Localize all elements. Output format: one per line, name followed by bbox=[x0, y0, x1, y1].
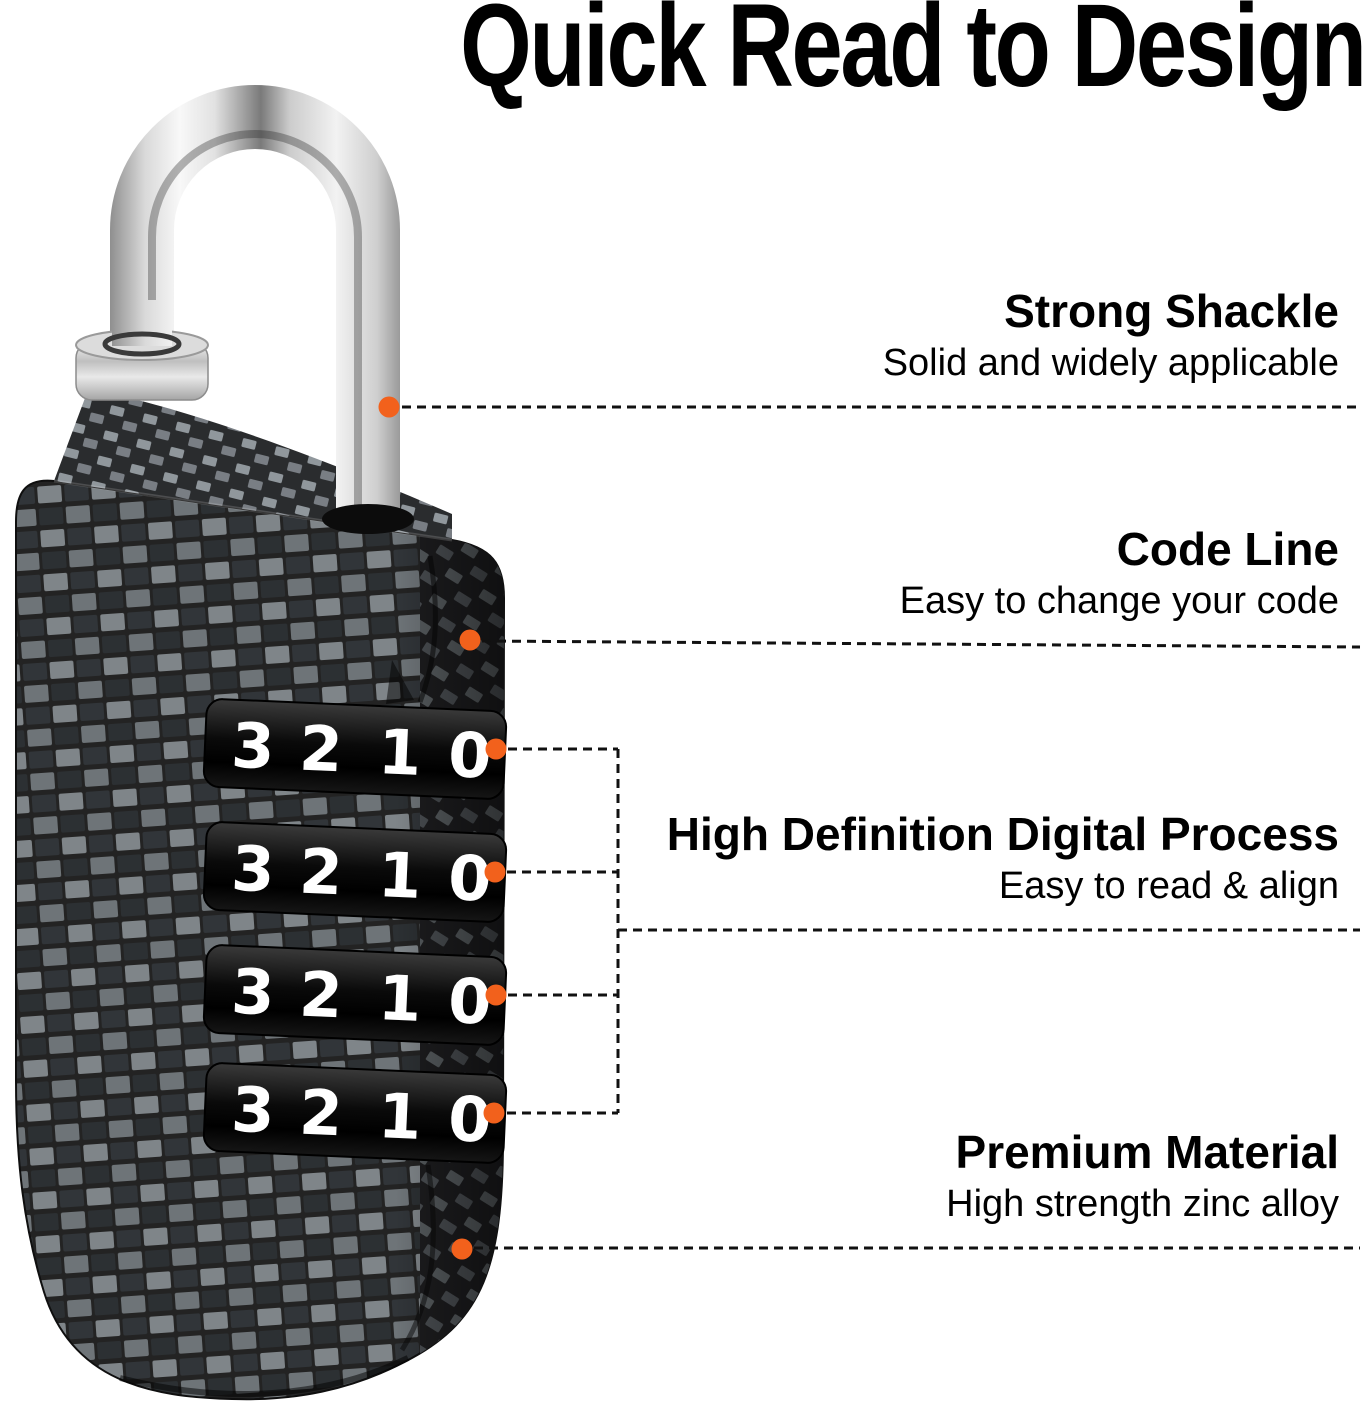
callout-dot-dial-4 bbox=[483, 1102, 505, 1124]
padlock: 3 2 1 0 3 2 1 0 3 2 1 0 3 2 bbox=[15, 85, 508, 1401]
dial-4[interactable]: 3 2 1 0 bbox=[202, 1062, 508, 1164]
callout-subheading: High strength zinc alloy bbox=[946, 1183, 1339, 1225]
callout-heading: Code Line bbox=[1116, 523, 1339, 575]
callout-heading: High Definition Digital Process bbox=[666, 808, 1339, 860]
callout-code-line: Code Line Easy to change your code bbox=[900, 520, 1339, 625]
page-title: Quick Read to Design bbox=[460, 0, 1365, 112]
callout-subheading: Easy to change your code bbox=[899, 580, 1339, 622]
lock-body-side-face bbox=[300, 480, 504, 1400]
dial-1-digit-0: 0 bbox=[447, 718, 493, 793]
dial-1-digit-1: 1 bbox=[377, 715, 423, 790]
callout-subheading: Solid and widely applicable bbox=[882, 342, 1339, 384]
callout-dot-dial-2 bbox=[484, 861, 506, 883]
dial-4-digit-3: 3 bbox=[230, 1073, 276, 1148]
body-crease-lower bbox=[399, 1164, 436, 1352]
shackle-collar bbox=[75, 300, 209, 401]
callout-digital-process: High Definition Digital Process Easy to … bbox=[667, 805, 1339, 910]
dial-2-digit-2: 2 bbox=[298, 835, 344, 910]
dial-1-digit-2: 2 bbox=[298, 712, 344, 787]
dial-2-digit-3: 3 bbox=[230, 832, 276, 907]
dial-4-digit-1: 1 bbox=[377, 1079, 423, 1154]
base-seam bbox=[119, 1355, 410, 1398]
dial-2-digit-0: 0 bbox=[447, 841, 493, 916]
dial-3-digit-1: 1 bbox=[377, 961, 423, 1036]
callout-dot-material bbox=[451, 1238, 473, 1260]
callout-heading: Strong Shackle bbox=[1004, 285, 1339, 337]
shackle-streak bbox=[148, 130, 362, 516]
dial-2-digit-1: 1 bbox=[377, 838, 423, 913]
leader-line-code-line bbox=[481, 639, 1361, 649]
shackle-slot bbox=[322, 504, 414, 534]
callout-dot-dial-3 bbox=[485, 984, 507, 1006]
dial-3-digit-0: 0 bbox=[447, 964, 493, 1039]
dial-2[interactable]: 3 2 1 0 bbox=[202, 821, 508, 923]
dial-4-digit-2: 2 bbox=[298, 1076, 344, 1151]
dial-3-digit-3: 3 bbox=[230, 955, 276, 1030]
leader-lines bbox=[402, 405, 1361, 1250]
callout-premium-material: Premium Material High strength zinc allo… bbox=[946, 1123, 1339, 1228]
callout-dot-dial-1 bbox=[485, 738, 507, 760]
callout-dots bbox=[378, 396, 507, 1260]
dial-4-digit-0: 0 bbox=[447, 1082, 493, 1157]
body-crease-upper bbox=[417, 555, 438, 703]
callout-dot-codeline bbox=[459, 629, 481, 651]
callout-strong-shackle: Strong Shackle Solid and widely applicab… bbox=[883, 282, 1339, 387]
dial-1-digit-3: 3 bbox=[230, 709, 276, 784]
callout-heading: Premium Material bbox=[955, 1126, 1339, 1178]
body-notch bbox=[386, 660, 414, 704]
callout-subheading: Easy to read & align bbox=[998, 865, 1339, 907]
callout-dot-shackle bbox=[378, 396, 400, 418]
dial-3-digit-2: 2 bbox=[298, 958, 344, 1033]
dial-1[interactable]: 3 2 1 0 bbox=[202, 698, 508, 800]
shackle bbox=[110, 85, 400, 520]
dial-3[interactable]: 3 2 1 0 bbox=[202, 944, 508, 1046]
